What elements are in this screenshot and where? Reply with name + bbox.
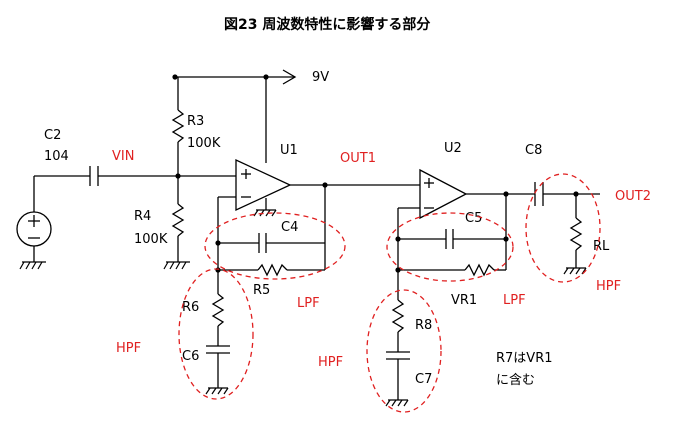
lpf2-region xyxy=(386,212,514,282)
vr1-label: VR1 xyxy=(451,293,477,308)
r6-c6-branch xyxy=(205,270,230,395)
output-stage xyxy=(534,182,600,275)
c6-label: C6 xyxy=(182,349,199,364)
r8-label: R8 xyxy=(415,318,432,333)
c2-value: 104 xyxy=(44,149,69,164)
c8-label: C8 xyxy=(525,143,542,158)
u2-label: U2 xyxy=(444,141,462,156)
r4-label: R4 xyxy=(134,209,151,224)
c2-label: C2 xyxy=(44,128,61,143)
vin-label: VIN xyxy=(112,149,134,164)
hpf3-label: HPF xyxy=(596,279,621,294)
input-wiring xyxy=(34,166,236,186)
note-line-2: に含む xyxy=(496,372,535,388)
r3-value: 100K xyxy=(187,136,221,151)
lpf1-label: LPF xyxy=(297,296,320,311)
hpf2-region xyxy=(366,289,442,413)
r3-label: R3 xyxy=(187,114,204,129)
u1-feedback xyxy=(215,185,326,277)
rl-label: RL xyxy=(593,239,610,254)
lpf2-label: LPF xyxy=(503,293,526,308)
hpf1-label: HPF xyxy=(116,341,141,356)
r4-value: 100K xyxy=(134,232,168,247)
bias-divider xyxy=(163,77,190,270)
r6-label: R6 xyxy=(182,300,199,315)
out1-label: OUT1 xyxy=(340,151,376,166)
opamp-u1 xyxy=(218,158,420,217)
u1-label: U1 xyxy=(280,143,298,158)
u2-feedback xyxy=(395,194,509,277)
supply-rail xyxy=(172,69,297,163)
hpf3-region xyxy=(525,173,601,283)
r5-label: R5 xyxy=(253,283,270,298)
lpf1-region xyxy=(204,212,346,280)
figure-title: 図23 周波数特性に影響する部分 xyxy=(224,16,430,33)
c5-label: C5 xyxy=(465,211,482,226)
hpf2-label: HPF xyxy=(318,355,343,370)
signal-source xyxy=(16,176,52,270)
note-line-1: R7はVR1 xyxy=(496,351,553,366)
c7-label: C7 xyxy=(415,372,432,387)
c4-label: C4 xyxy=(281,220,298,235)
supply-label: 9V xyxy=(312,70,329,85)
hpf1-region xyxy=(178,268,254,400)
r8-c7-branch xyxy=(385,270,410,407)
out2-label: OUT2 xyxy=(615,189,651,204)
